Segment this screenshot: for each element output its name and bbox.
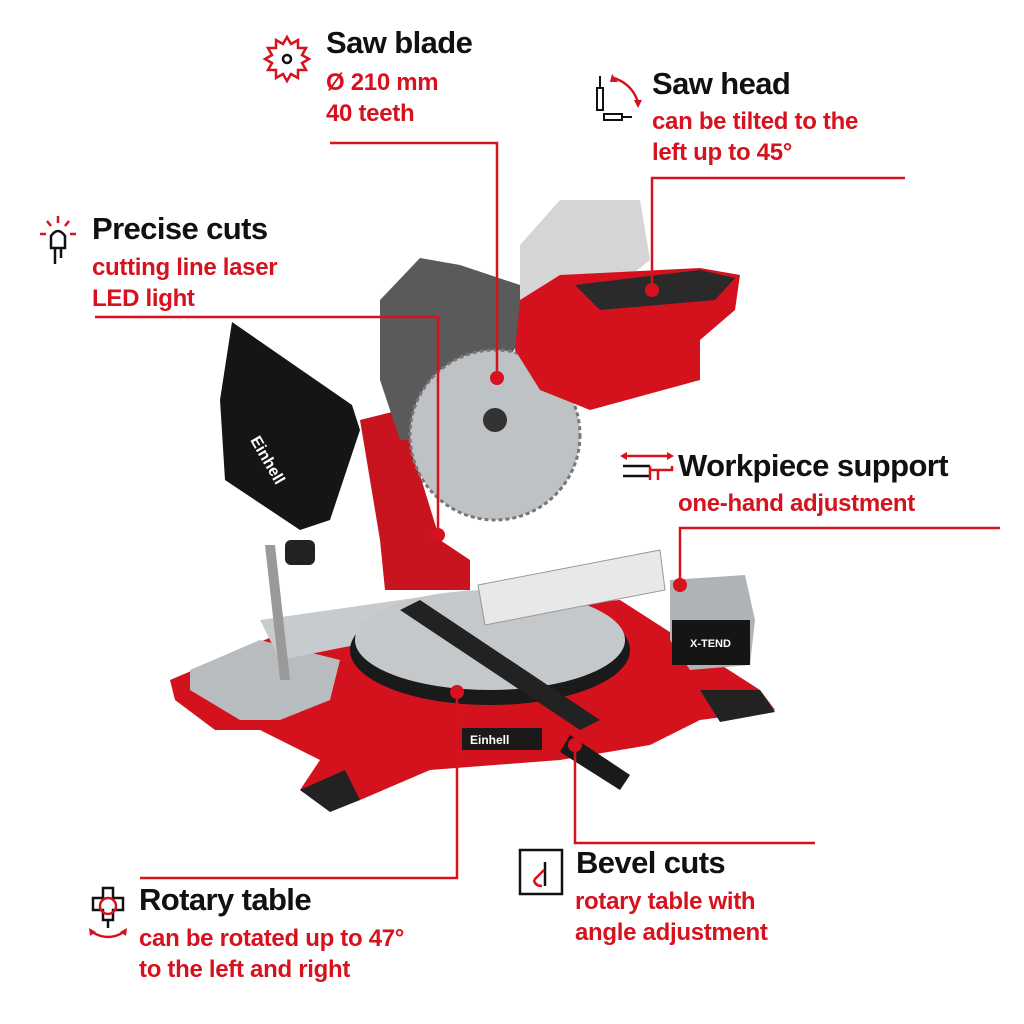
saw-head-detail-line: left up to 45° — [652, 139, 793, 166]
x-tend-label: X-TEND — [690, 638, 731, 650]
saw-blade-title: Saw blade — [326, 25, 473, 60]
base-logo: Einhell — [470, 733, 509, 747]
saw-blade-diameter: Ø 210 mm — [326, 69, 439, 96]
saw-head-detail-line: can be tilted to the — [652, 108, 859, 135]
bevel-angle-icon — [518, 848, 564, 896]
scale-ruler — [477, 549, 666, 626]
rotary-table-detail-line: can be rotated up to 47° — [139, 925, 405, 952]
bevel-cuts-details: rotary table with angle adjustment — [575, 886, 768, 948]
precise-cuts-callout-line — [95, 315, 440, 535]
base-logo-plate — [462, 728, 542, 750]
extension-support-icon — [620, 452, 674, 480]
rotary-table-icon — [89, 886, 127, 939]
bevel-cuts-callout-line — [573, 745, 815, 845]
workpiece-support-title: Workpiece support — [678, 448, 949, 483]
saw-blade-callout-line — [330, 141, 499, 378]
tilt-angle-icon — [596, 74, 642, 121]
bevel-cuts-detail-line: angle adjustment — [575, 919, 768, 946]
saw-head — [515, 268, 740, 410]
rotary-table-title: Rotary table — [139, 882, 312, 917]
saw-head-title: Saw head — [652, 66, 791, 101]
dust-bag — [220, 322, 360, 530]
saw-blade-teeth: 40 teeth — [326, 100, 415, 127]
saw-head-callout-line — [650, 176, 905, 290]
saw-blade-icon — [262, 34, 312, 84]
bevel-cuts-title: Bevel cuts — [576, 845, 726, 880]
saw-blade-details: Ø 210 mm 40 teeth — [326, 67, 439, 129]
workpiece-support-details: one-hand adjustment — [678, 488, 915, 519]
workpiece-support-callout-line — [678, 526, 1000, 585]
laser-led-icon — [40, 216, 76, 264]
workpiece-support-detail-line: one-hand adjustment — [678, 490, 915, 517]
bevel-cuts-detail-line: rotary table with — [575, 888, 756, 915]
callout-dots — [431, 283, 687, 752]
callout-lines — [95, 141, 1000, 880]
precise-cuts-title: Precise cuts — [92, 211, 268, 246]
material-clamp — [265, 545, 290, 680]
precise-cuts-detail-line: LED light — [92, 285, 195, 312]
precise-cuts-detail-line: cutting line laser — [92, 254, 278, 281]
saw-blade — [408, 348, 582, 522]
saw-head-details: can be tilted to the left up to 45° — [652, 106, 858, 168]
rotary-table-details: can be rotated up to 47° to the left and… — [139, 923, 404, 985]
saw-arm — [360, 410, 470, 590]
precise-cuts-details: cutting line laser LED light — [92, 252, 278, 314]
rotary-table-callout-line — [140, 692, 459, 880]
rotary-table-detail-line: to the left and right — [139, 956, 351, 983]
